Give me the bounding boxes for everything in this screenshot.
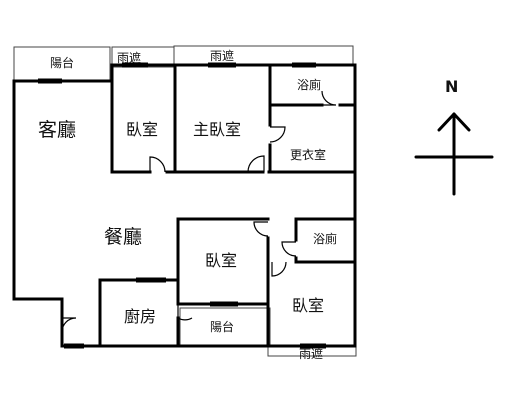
label-balcony-top: 陽台 <box>50 55 74 70</box>
exterior-labels: 陽台 雨遮 雨遮 雨遮 <box>50 48 323 361</box>
door-kitchen <box>177 302 193 321</box>
canopy-top-right-outline <box>173 45 354 67</box>
label-canopy-bottom: 雨遮 <box>299 346 323 361</box>
label-balcony-bottom: 陽台 <box>210 319 234 334</box>
bedroom-center-walls <box>176 217 270 306</box>
door-master-bedroom <box>247 155 265 173</box>
door-bedroom-center <box>253 221 269 237</box>
label-bedroom-top: 臥室 <box>126 120 158 139</box>
door-bath-right <box>281 241 297 257</box>
doors <box>61 90 337 333</box>
label-canopy-top-left: 雨遮 <box>117 50 141 65</box>
door-bedroom-top <box>149 156 166 173</box>
door-closet <box>269 126 286 143</box>
label-bath-right: 浴廁 <box>313 231 337 246</box>
compass-north-label: N <box>445 77 458 96</box>
label-canopy-top-right: 雨遮 <box>210 48 234 63</box>
label-bedroom-center: 臥室 <box>205 251 237 270</box>
bath-right-walls <box>294 217 357 264</box>
label-dining-room: 餐廳 <box>104 226 142 248</box>
bedroom-top-walls <box>110 63 177 174</box>
label-bedroom-bottom-right: 臥室 <box>292 296 324 315</box>
kitchen-walls <box>98 278 180 348</box>
compass <box>414 112 494 196</box>
windows <box>38 62 326 349</box>
label-kitchen: 廚房 <box>124 307 156 326</box>
room-labels: 客廳 臥室 主臥室 浴廁 更衣室 餐廳 臥室 浴廁 臥室 廚房 陽台 <box>38 77 337 334</box>
door-entrance <box>61 317 77 333</box>
label-living-room: 客廳 <box>38 119 76 141</box>
label-master-bedroom: 主臥室 <box>193 120 241 139</box>
compass-arrow-head <box>437 112 471 132</box>
door-bedroom-bottom-right <box>271 261 287 277</box>
label-closet: 更衣室 <box>290 147 326 162</box>
label-bath-top: 浴廁 <box>297 77 321 92</box>
door-bath-top <box>321 90 337 106</box>
